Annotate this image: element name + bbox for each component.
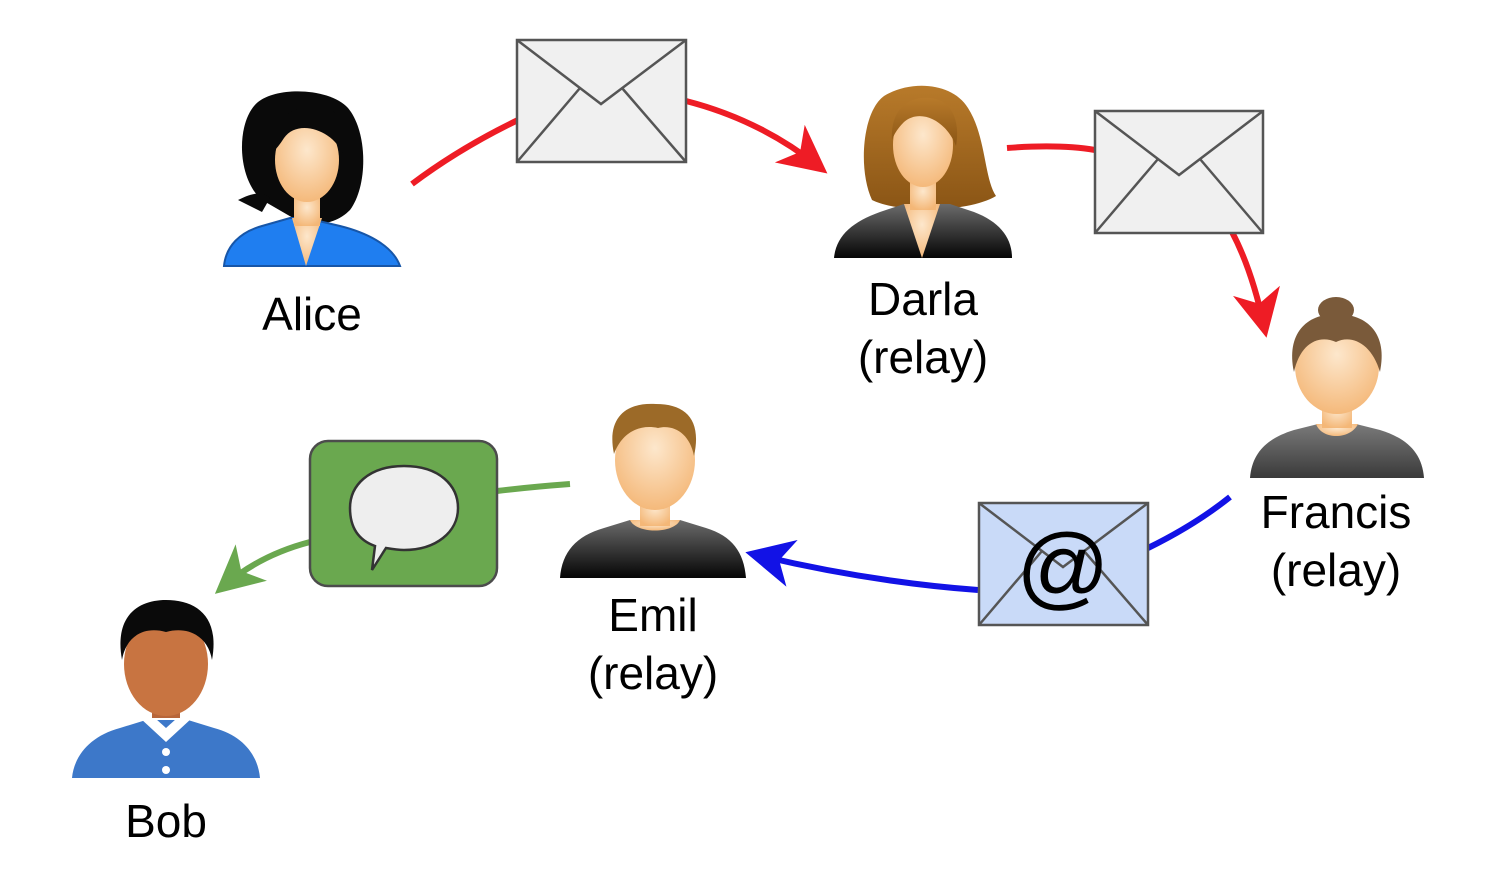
francis-avatar-icon (1250, 297, 1424, 478)
bob-label: Bob (66, 792, 266, 850)
email-at-envelope-icon: @ (977, 501, 1150, 627)
envelope-icon (515, 38, 688, 164)
path-francis-to-emil (745, 494, 1232, 593)
darla-label: Darla (relay) (823, 270, 1023, 386)
at-symbol: @ (1016, 516, 1109, 618)
emil-name: Emil (608, 589, 698, 641)
alice-label: Alice (212, 285, 412, 343)
chat-bubble-icon (308, 439, 499, 588)
alice-name: Alice (262, 288, 362, 340)
path-alice-to-darla (410, 98, 828, 187)
darla-role: (relay) (857, 331, 989, 383)
emil-label: Emil (relay) (553, 586, 753, 702)
bob-avatar-icon (72, 600, 260, 778)
bob-name: Bob (125, 795, 207, 847)
alice-avatar-icon (222, 91, 402, 267)
francis-label: Francis (relay) (1226, 483, 1446, 599)
emil-avatar-icon (560, 403, 746, 578)
francis-name: Francis (1260, 486, 1412, 538)
envelope-icon (1093, 109, 1265, 235)
emil-role: (relay) (587, 647, 719, 699)
path-emil-to-bob (214, 481, 571, 594)
francis-role: (relay) (1270, 544, 1402, 596)
darla-avatar-icon (834, 85, 1012, 258)
path-darla-to-francis (1006, 143, 1280, 338)
darla-name: Darla (868, 273, 978, 325)
